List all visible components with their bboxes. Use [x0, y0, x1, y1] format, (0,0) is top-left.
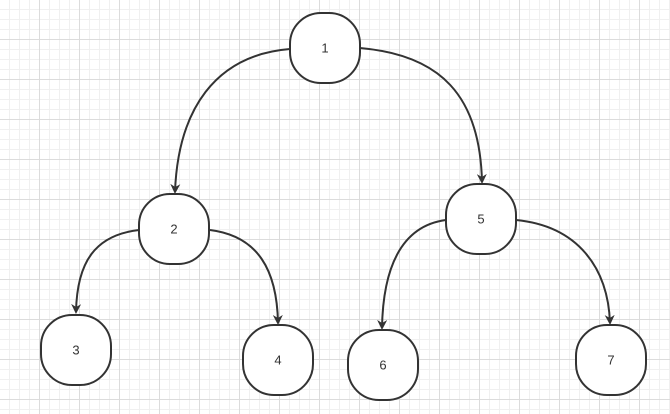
node-7-label: 7	[607, 353, 614, 368]
node-5-label: 5	[477, 212, 484, 227]
node-1[interactable]: 1	[289, 12, 361, 84]
node-3[interactable]: 3	[40, 314, 112, 386]
edge-2-to-4	[209, 229, 283, 325]
edge-5-to-7	[515, 219, 615, 325]
node-4[interactable]: 4	[242, 324, 314, 396]
edge-1-to-2	[170, 48, 291, 194]
node-6[interactable]: 6	[347, 329, 419, 401]
node-3-label: 3	[72, 343, 79, 358]
edge-5-to-6	[377, 219, 447, 330]
edge-2-to-3	[71, 229, 140, 314]
node-7[interactable]: 7	[575, 324, 647, 396]
node-5[interactable]: 5	[445, 183, 517, 255]
node-2-label: 2	[170, 222, 177, 237]
edge-1-to-5	[359, 47, 487, 184]
node-1-label: 1	[321, 41, 328, 56]
node-2[interactable]: 2	[138, 193, 210, 265]
node-4-label: 4	[274, 353, 281, 368]
node-6-label: 6	[379, 358, 386, 373]
